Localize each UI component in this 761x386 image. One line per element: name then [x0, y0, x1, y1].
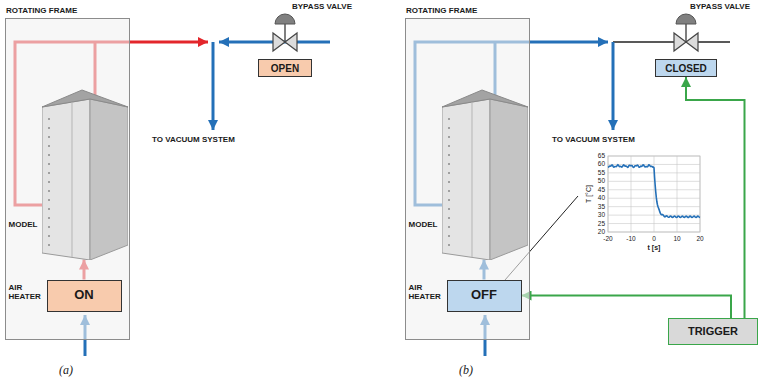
pressure-tap	[448, 118, 450, 120]
valve-state-box: OPEN	[258, 59, 312, 77]
trigger-label: TRIGGER	[688, 325, 738, 337]
frame-title: ROTATING FRAME	[6, 6, 77, 15]
model-face	[490, 99, 528, 260]
pressure-tap	[448, 154, 450, 156]
heater-label: AIR HEATER	[409, 283, 445, 301]
valve-state-box: CLOSED	[655, 59, 717, 77]
model-label: MODEL	[9, 220, 38, 229]
pressure-tap	[48, 172, 50, 174]
tick-label: 20	[696, 235, 703, 242]
plot-area	[608, 156, 700, 232]
pressure-tap	[48, 199, 50, 201]
air-heater-box: AIR HEATERON	[47, 280, 122, 312]
valve-state: CLOSED	[665, 63, 707, 74]
signal-connector	[686, 77, 745, 318]
pressure-tap	[48, 235, 50, 237]
pressure-tap	[448, 226, 450, 228]
model-top	[442, 90, 528, 107]
pressure-tap	[48, 217, 50, 219]
outlet-label: TO VACUUM SYSTEM	[552, 136, 635, 145]
valve-state: OPEN	[271, 63, 299, 74]
pressure-tap	[48, 127, 50, 129]
model-top	[42, 90, 128, 107]
pressure-tap	[448, 199, 450, 201]
model-label: MODEL	[409, 220, 438, 229]
tick-label: 60	[598, 161, 605, 168]
model-face	[42, 99, 90, 260]
pressure-tap	[448, 172, 450, 174]
pressure-tap	[48, 136, 50, 138]
signal-connector	[522, 296, 732, 319]
outlet-label: TO VACUUM SYSTEM	[152, 136, 235, 145]
tick-label: 40	[598, 195, 605, 202]
tick-label: 0	[652, 235, 656, 242]
model-seam	[471, 102, 472, 257]
pressure-tap	[48, 154, 50, 156]
vacuum-pipe	[212, 42, 215, 130]
model-shape	[42, 85, 128, 260]
model-illustration: MODEL	[442, 85, 528, 260]
tick-label: 35	[598, 203, 605, 210]
temperature-chart	[608, 156, 700, 232]
tick-label: 10	[673, 235, 680, 242]
closed-bypass-pipe	[613, 41, 730, 43]
tick-label: 65	[598, 152, 605, 159]
tick-label: 20	[598, 228, 605, 235]
pressure-tap	[448, 136, 450, 138]
axis-label: T [°C]	[585, 185, 593, 203]
pressure-tap	[48, 181, 50, 183]
model-face	[90, 99, 128, 260]
vacuum-pipe	[612, 42, 615, 130]
bypass-valve-symbol	[273, 14, 297, 51]
heater-state: OFF	[471, 288, 497, 302]
pressure-tap	[48, 190, 50, 192]
tick-label: -20	[603, 235, 612, 242]
tick-label: 45	[598, 186, 605, 193]
model-face	[442, 99, 490, 260]
panel-caption: (a)	[59, 364, 73, 377]
rotating-frame: ROTATING FRAMEMODELAIR HEATEROFF	[405, 18, 530, 340]
grid-line	[631, 156, 632, 232]
model-shape	[442, 85, 528, 260]
pressure-tap	[448, 235, 450, 237]
pressure-tap	[448, 190, 450, 192]
panel-caption: (b)	[459, 364, 473, 377]
heater-state: ON	[74, 288, 94, 302]
rotating-frame: ROTATING FRAMEMODELAIR HEATERON	[5, 18, 130, 340]
tick-label: 50	[598, 178, 605, 185]
tick-label: 25	[598, 220, 605, 227]
tick-label: 30	[598, 212, 605, 219]
pressure-tap	[448, 244, 450, 246]
pressure-tap	[48, 244, 50, 246]
pressure-tap	[48, 226, 50, 228]
grid-line	[700, 156, 701, 232]
pressure-tap	[448, 208, 450, 210]
pressure-tap	[448, 127, 450, 129]
grid-line	[677, 156, 678, 232]
heater-label: AIR HEATER	[9, 283, 45, 301]
valve-label: BYPASS VALVE	[690, 3, 750, 12]
pressure-tap	[48, 118, 50, 120]
valve-label: BYPASS VALVE	[292, 3, 352, 12]
model-seam	[71, 102, 72, 257]
pressure-tap	[448, 217, 450, 219]
pressure-tap	[448, 163, 450, 165]
temperature-curve	[608, 165, 700, 218]
bypass-valve-symbol	[674, 14, 698, 51]
pressure-tap	[48, 163, 50, 165]
pressure-tap	[448, 145, 450, 147]
tick-label: -10	[626, 235, 635, 242]
model-illustration: MODEL	[42, 85, 128, 260]
tick-label: 55	[598, 169, 605, 176]
pressure-tap	[48, 145, 50, 147]
axis-label: t [s]	[648, 244, 661, 252]
air-heater-box: AIR HEATEROFF	[447, 280, 522, 312]
trigger-box: TRIGGER	[668, 318, 758, 345]
pressure-tap	[48, 208, 50, 210]
pressure-tap	[448, 181, 450, 183]
frame-title: ROTATING FRAME	[406, 6, 477, 15]
